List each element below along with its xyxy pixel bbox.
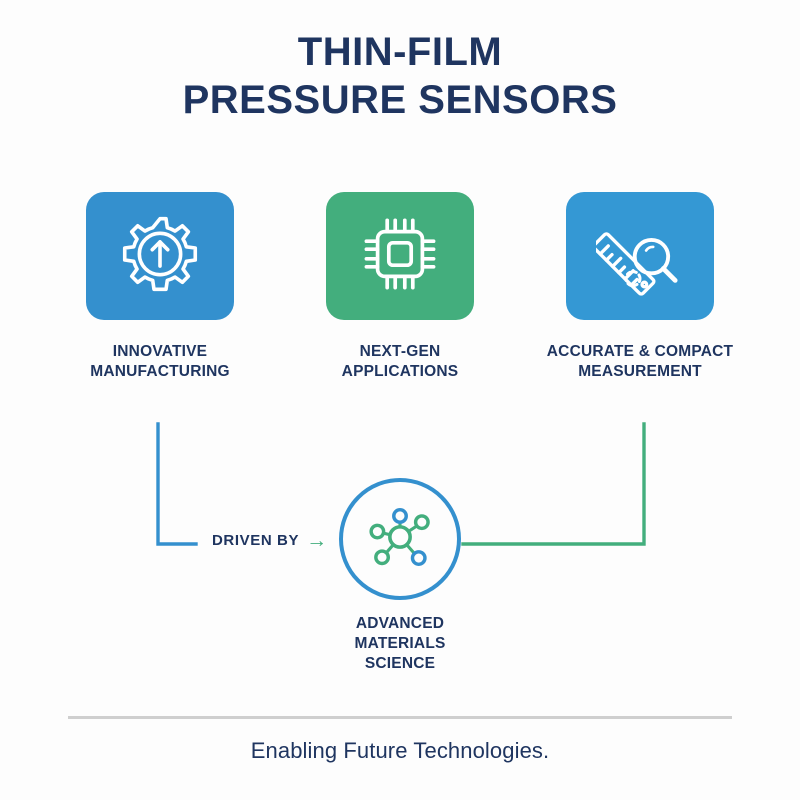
driven-by-connector-label: DRIVEN BY → [212,529,328,552]
ruler-magnifier-icon [592,210,684,303]
feature-card-label-3-line2: MEASUREMENT [578,363,702,380]
arrow-right-icon: → [306,529,328,552]
feature-card-label-2-line2: APPLICATIONS [341,363,459,380]
microchip-icon [360,214,440,299]
feature-card-innovative-manufacturing[interactable]: INNOVATIVE MANUFACTURING [40,192,280,382]
feature-card-label-3: ACCURATE & COMPACT MEASUREMENT [520,342,760,382]
connector-right-path [461,422,646,546]
icon-card-background-1 [86,192,234,320]
hub-label-line1: ADVANCED [355,615,445,632]
feature-card-label-2: NEXT-GEN APPLICATIONS [280,342,520,382]
footer-divider [68,716,732,719]
feature-card-accurate-compact-measurement[interactable]: ACCURATE & COMPACT MEASUREMENT [520,192,760,382]
hub-label-line2: MATERIALS [354,635,446,652]
feature-card-label-2-line1: NEXT-GEN [359,343,441,360]
icon-card-background-3 [566,192,714,320]
connector-left-path [156,422,198,546]
feature-card-label-1: INNOVATIVE MANUFACTURING [40,342,280,382]
hub-circle-advanced-materials-science[interactable] [339,478,461,600]
hub-label: ADVANCED MATERIALS SCIENCE [300,614,500,674]
feature-cards-row: INNOVATIVE MANUFACTURING [0,192,800,402]
feature-card-label-1-line1: INNOVATIVE [112,343,208,360]
title-line-2: PRESSURE SENSORS [182,78,618,122]
title-line-1: THIN-FILM [297,30,503,74]
feature-card-label-1-line2: MANUFACTURING [90,363,230,380]
driven-by-text: DRIVEN BY [212,532,300,549]
page-title: THIN-FILM PRESSURE SENSORS [0,28,800,124]
molecule-network-icon [361,498,439,581]
icon-card-background-2 [326,192,474,320]
gear-up-arrow-icon [117,211,203,302]
feature-card-next-gen-applications[interactable]: NEXT-GEN APPLICATIONS [280,192,520,382]
footer-tagline: Enabling Future Technologies. [250,738,550,763]
feature-card-label-3-line1: ACCURATE & COMPACT [546,343,734,360]
hub-label-line3: SCIENCE [364,655,436,672]
